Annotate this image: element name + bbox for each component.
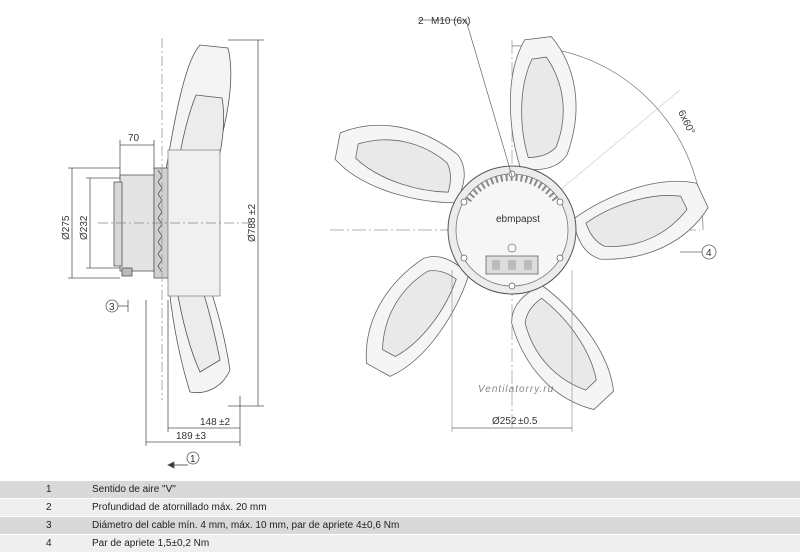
brand-logo: ebmpapst (496, 214, 540, 225)
callout-3-label: 3 (109, 302, 115, 313)
dim-275: Ø275 (61, 215, 72, 240)
mount-hole-3 (556, 254, 564, 262)
dim-148: 148 (200, 417, 217, 428)
note-text: Sentido de aire "V" (92, 481, 800, 499)
note-number: 2 (0, 498, 92, 517)
note-row-1: 1 Sentido de aire "V" (0, 481, 800, 499)
angle-label: 6x60° (675, 108, 696, 136)
callout-2-label: 2 (418, 16, 424, 27)
side-view-labels: 70 Ø275 Ø232 Ø788 ±2 148 ±2 189 ±3 3 1 (61, 133, 258, 465)
thread-label: M10 (6x) (431, 16, 470, 27)
note-text: Diámetro del cable mín. 4 mm, máx. 10 mm… (92, 516, 800, 535)
note-row-2: 2 Profundidad de atornillado máx. 20 mm (0, 498, 800, 517)
mount-hole-6 (460, 198, 468, 206)
dim-148-tol: ±2 (219, 417, 230, 428)
callout-4-label: 4 (706, 248, 712, 259)
side-blade-lower-2 (175, 281, 221, 373)
note-row-4: 4 Par de apriete 1,5±0,2 Nm (0, 534, 800, 553)
dim-252: Ø252 (492, 416, 517, 427)
dim-788-tol: ±2 (247, 204, 258, 215)
note-number: 3 (0, 516, 92, 535)
callout-1-label: 1 (190, 454, 196, 465)
mount-hole-2 (556, 198, 564, 206)
note-number: 4 (0, 534, 92, 553)
fan-technical-drawing: 70 Ø275 Ø232 Ø788 ±2 148 ±2 189 ±3 3 1 (61, 16, 717, 469)
front-view (325, 19, 717, 432)
mount-hole-5 (460, 254, 468, 262)
note-text: Profundidad de atornillado máx. 20 mm (92, 498, 800, 517)
dim-70: 70 (128, 133, 140, 144)
dim-788: Ø788 (247, 217, 258, 242)
watermark: Ventilatorry.ru (478, 384, 554, 395)
note-row-3: 3 Diámetro del cable mín. 4 mm, máx. 10 … (0, 516, 800, 535)
callout-1-circle (186, 451, 200, 465)
mount-hole-4 (508, 282, 516, 290)
dim-232: Ø232 (79, 215, 90, 240)
blade-3 (498, 274, 624, 427)
mount-hole-1 (508, 170, 516, 178)
note-number: 1 (0, 481, 92, 499)
dim-189-tol: ±3 (195, 431, 206, 442)
dim-252-tol: ±0.5 (518, 416, 538, 427)
side-view (68, 38, 264, 469)
dim-189: 189 (176, 431, 193, 442)
notes-table: 1 Sentido de aire "V" 2 Profundidad de a… (0, 481, 800, 553)
note-text: Par de apriete 1,5±0,2 Nm (92, 534, 800, 553)
blade-1 (499, 31, 587, 176)
